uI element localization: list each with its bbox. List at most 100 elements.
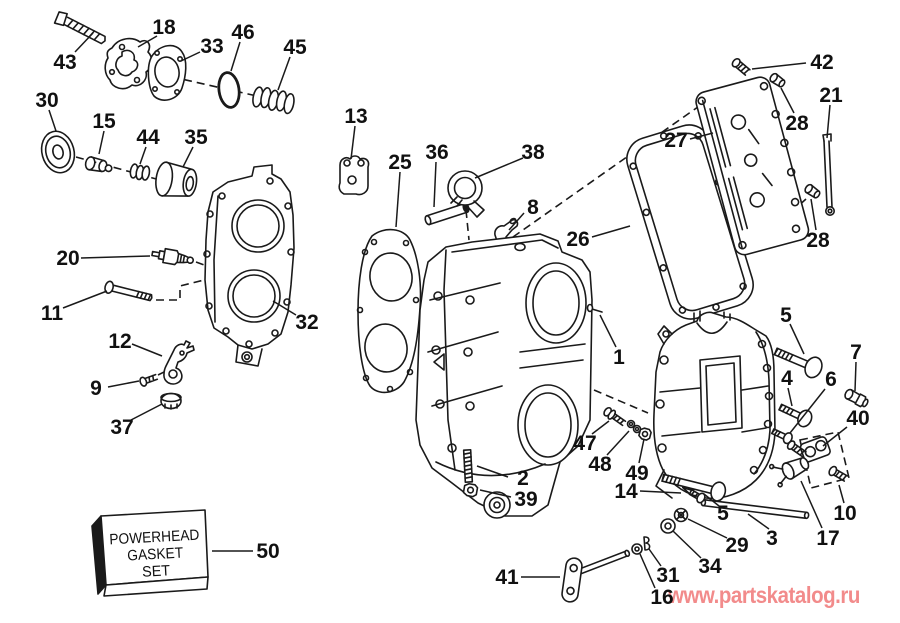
part-5-bolt-upper	[773, 347, 823, 379]
part-7-plug	[844, 388, 869, 408]
leader-line-35	[182, 146, 194, 168]
part-label-34: 34	[698, 555, 722, 578]
leader-line-45	[277, 56, 291, 91]
part-27-exhaust-plate	[695, 76, 810, 256]
part-label-35: 35	[184, 126, 208, 149]
leader-line-5	[703, 493, 720, 507]
part-label-37: 37	[110, 416, 133, 439]
part-1-pin	[586, 303, 603, 313]
part-label-8: 8	[527, 196, 539, 219]
part-9-screw	[139, 373, 159, 387]
part-label-49: 49	[625, 462, 648, 485]
part-label-27: 27	[664, 129, 687, 152]
part-label-5: 5	[780, 304, 792, 327]
part-17-valve-body	[768, 457, 810, 488]
part-label-36: 36	[425, 141, 448, 164]
part-label-17: 17	[816, 527, 839, 550]
part-label-42: 42	[810, 51, 833, 74]
part-label-16: 16	[650, 586, 673, 609]
part-41-link-lever	[561, 549, 631, 603]
leader-line-28	[780, 87, 795, 114]
part-label-6: 6	[825, 368, 837, 391]
part-30-seal	[40, 130, 76, 174]
gasket-box-line-1: POWERHEAD	[109, 527, 200, 549]
part-46-seal-ring	[217, 71, 241, 109]
part-label-3: 3	[766, 527, 778, 550]
leader-line-26	[591, 225, 631, 238]
part-5-bolt-lower	[661, 473, 727, 502]
part-45-spring	[252, 86, 295, 115]
part-label-7: 7	[850, 341, 862, 364]
part-label-28: 28	[785, 112, 809, 135]
leader-line-7	[854, 361, 857, 392]
part-42-screw	[731, 57, 751, 76]
leader-line-13	[350, 125, 356, 160]
part-label-45: 45	[283, 36, 307, 59]
leader-line-31	[648, 548, 662, 567]
leader-line-12	[131, 343, 163, 357]
gasket-box-line-3: SET	[142, 562, 171, 580]
part-38-lifting-ring	[447, 170, 485, 218]
part-26-exhaust-gasket	[626, 124, 754, 320]
leader-line-6	[789, 388, 826, 434]
part-36-pin	[424, 202, 470, 226]
part-label-46: 46	[231, 21, 254, 44]
part-label-48: 48	[588, 453, 612, 476]
leader-line-48	[606, 430, 630, 456]
part-label-1: 1	[613, 346, 625, 369]
leader-line-44	[139, 146, 147, 165]
leader-line-49	[638, 438, 645, 464]
part-label-33: 33	[200, 35, 223, 58]
part-crankcase-half	[653, 310, 776, 500]
leader-line-34	[672, 530, 702, 559]
gasket-set-box-text: POWERHEAD GASKET SET	[109, 527, 200, 581]
leader-line-16	[639, 553, 656, 589]
part-label-39: 39	[514, 488, 537, 511]
leader-line-37	[130, 403, 163, 421]
leader-line-3	[747, 513, 770, 530]
part-label-2: 2	[517, 467, 529, 490]
leader-line-20	[80, 255, 151, 259]
part-label-15: 15	[92, 110, 116, 133]
leader-line-27	[689, 132, 714, 140]
watermark-text: www.partskatalog.ru	[667, 582, 860, 608]
part-21-link	[822, 133, 835, 217]
part-label-40: 40	[846, 407, 869, 430]
part-label-28: 28	[806, 229, 830, 252]
part-18-thermostat-cover	[104, 37, 153, 90]
leader-line-14	[639, 490, 682, 494]
leader-line-30	[48, 109, 57, 132]
leader-line-43	[74, 32, 94, 53]
leader-line-28	[810, 198, 817, 231]
leader-line-29	[687, 518, 728, 539]
part-12-clamp	[163, 340, 195, 385]
part-28-plug-upper	[769, 72, 786, 88]
part-label-32: 32	[295, 311, 318, 334]
part-43-screw	[53, 11, 106, 45]
powerhead-gasket-set-box	[91, 509, 209, 597]
leader-line-1	[599, 314, 617, 348]
leader-line-11	[62, 290, 108, 309]
part-label-47: 47	[573, 432, 596, 455]
part-label-13: 13	[344, 105, 367, 128]
leader-line-15	[98, 130, 105, 155]
part-cylinder-crankcase-block	[415, 233, 593, 519]
part-40-valve-assembly	[786, 436, 831, 463]
part-37-plug	[160, 392, 182, 410]
part-49-nut	[638, 427, 652, 441]
part-28-plug-lower	[804, 183, 821, 199]
part-label-41: 41	[495, 566, 519, 589]
leader-line-42	[751, 62, 807, 70]
gasket-box-line-2: GASKET	[127, 545, 184, 565]
part-31-clip	[643, 536, 651, 551]
leader-line-36	[433, 161, 437, 208]
part-13-bracket	[338, 155, 370, 196]
leader-line-8	[508, 212, 525, 231]
part-10-screw	[828, 465, 849, 482]
leader-line-9	[107, 380, 140, 388]
part-label-26: 26	[566, 228, 589, 251]
part-6-bolt	[770, 428, 793, 445]
leader-line-33	[180, 51, 201, 62]
leader-line-39	[479, 489, 512, 498]
part-label-44: 44	[136, 126, 160, 149]
